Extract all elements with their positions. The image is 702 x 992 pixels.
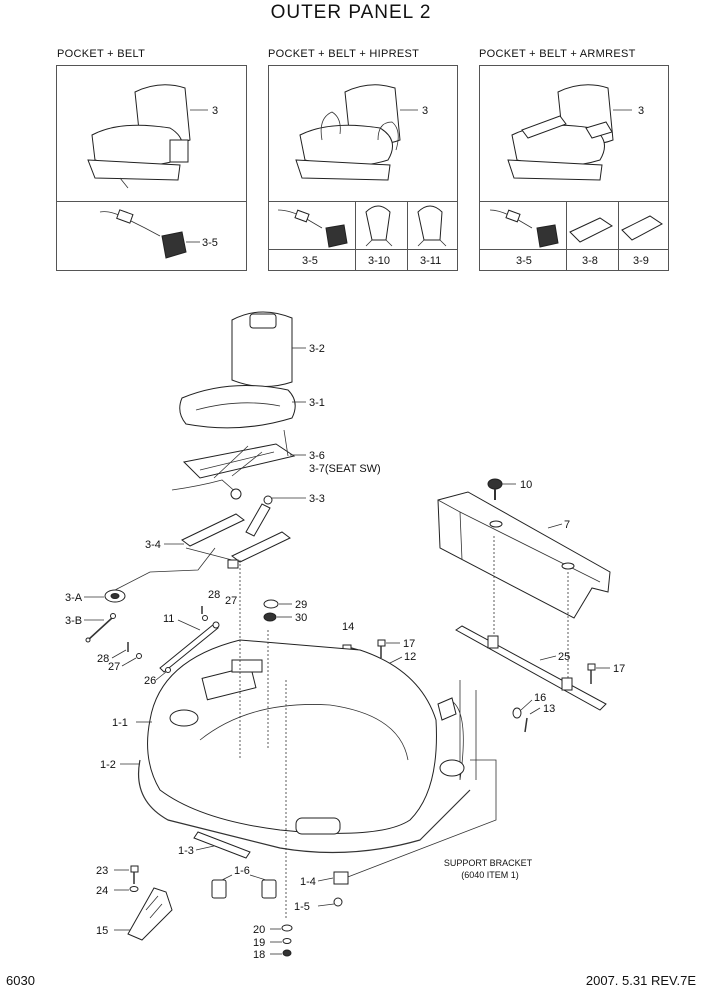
variant-2-hiprest-right-label: 3-11 [420,255,441,267]
slide-rail-illustration [181,513,291,569]
variant-1-box [56,65,247,271]
seat-illustration-2 [295,84,401,181]
variant-3-armrest-right-label: 3-9 [633,255,649,267]
knob-10-illustration [487,478,503,500]
callout-1-3: 1-3 [178,845,194,857]
callout-3-4: 3-4 [145,539,161,551]
variant-2-belt-label: 3-5 [302,255,318,267]
variant-3-armrest-left-label: 3-8 [582,255,598,267]
variant-2-hiprest-left-label: 3-10 [368,255,390,267]
callout-3-7-seat-switch: 3-7(SEAT SW) [309,463,381,475]
callout-16: 16 [534,692,546,704]
hiprest-illustration-right [417,205,447,247]
seat-cushion-illustration [179,385,296,429]
cover-7-illustration [437,491,611,619]
seatbelt-illustration-2 [277,209,348,248]
callout-17-right: 17 [613,663,625,675]
hiprest-illustration-left [365,205,393,247]
gas-spring-illustration [245,495,273,537]
callout-14: 14 [342,621,354,633]
variant-1-divider [57,201,246,202]
seatbelt-illustration-1 [99,209,187,259]
callout-1-4: 1-4 [300,876,316,888]
callout-1-2: 1-2 [100,759,116,771]
callout-23: 23 [96,865,108,877]
outer-panel-1-1-illustration [147,639,437,835]
page-title: OUTER PANEL 2 [270,2,432,23]
support-bracket-item: (6040 ITEM 1) [461,870,519,880]
page-number: 6030 [6,973,35,988]
callout-28-upper: 28 [208,589,220,601]
callout-1-5: 1-5 [294,901,310,913]
callout-27-upper: 27 [225,595,237,607]
variant-1-title: POCKET + BELT [57,48,146,60]
callout-19: 19 [253,937,265,949]
variant-3-title: POCKET + BELT + ARMREST [479,48,636,60]
rod-11-illustration [159,621,220,673]
variant-2-box [268,65,458,271]
block-1-6-left [211,879,227,899]
callout-3-b: 3-B [65,615,82,627]
variant-3-belt-label: 3-5 [516,255,532,267]
support-bracket-label: SUPPORT BRACKET [444,858,533,868]
callout-15: 15 [96,925,108,937]
callout-1-6: 1-6 [234,865,250,877]
latch-15-illustration [127,887,173,941]
callout-1-1: 1-1 [112,717,128,729]
support-bracket-illustration [339,680,497,881]
variant-2-seat-callout: 3 [422,105,428,117]
callout-3-a: 3-A [65,592,83,604]
armrest-illustration-left [569,217,613,243]
bar-25-illustration [455,625,607,711]
grommet-3a-illustration [104,589,126,603]
callout-12: 12 [404,651,416,663]
callout-13: 13 [543,703,555,715]
callout-18: 18 [253,949,265,961]
wire-3b-illustration [85,613,116,643]
callout-3-6: 3-6 [309,450,325,462]
bolt-1-5 [333,897,343,907]
callout-25: 25 [558,651,570,663]
block-1-4 [333,871,349,885]
block-1-6-right [261,879,277,899]
seat-suspension-illustration [171,429,296,500]
callout-7: 7 [564,519,570,531]
variant-1-belt-callout: 3-5 [202,237,218,249]
callout-17-upper: 17 [403,638,415,650]
seat-illustration-1 [87,84,191,189]
callout-26-left: 26 [144,675,156,687]
callout-29: 29 [295,599,307,611]
variant-2-title: POCKET + BELT + HIPREST [268,48,420,60]
callout-11: 11 [163,613,174,625]
seat-illustration-3 [507,84,614,181]
callout-3-1: 3-1 [309,397,325,409]
strip-1-3-illustration [193,831,251,859]
variant-3-box [479,65,669,271]
callout-3-3: 3-3 [309,493,325,505]
callout-3-2: 3-2 [309,343,325,355]
callout-30: 30 [295,612,307,624]
seatbelt-illustration-3 [489,209,559,248]
revision-date: 2007. 5.31 REV.7E [585,973,696,988]
armrest-illustration-right [621,215,663,241]
variant-1-seat-callout: 3 [212,105,218,117]
callout-10: 10 [520,479,532,491]
callout-24: 24 [96,885,108,897]
callout-28-lower: 28 [97,653,109,665]
variant-3-seat-callout: 3 [638,105,644,117]
callout-20: 20 [253,924,265,936]
backrest-illustration [231,311,293,387]
callout-27-lower: 27 [108,661,120,673]
